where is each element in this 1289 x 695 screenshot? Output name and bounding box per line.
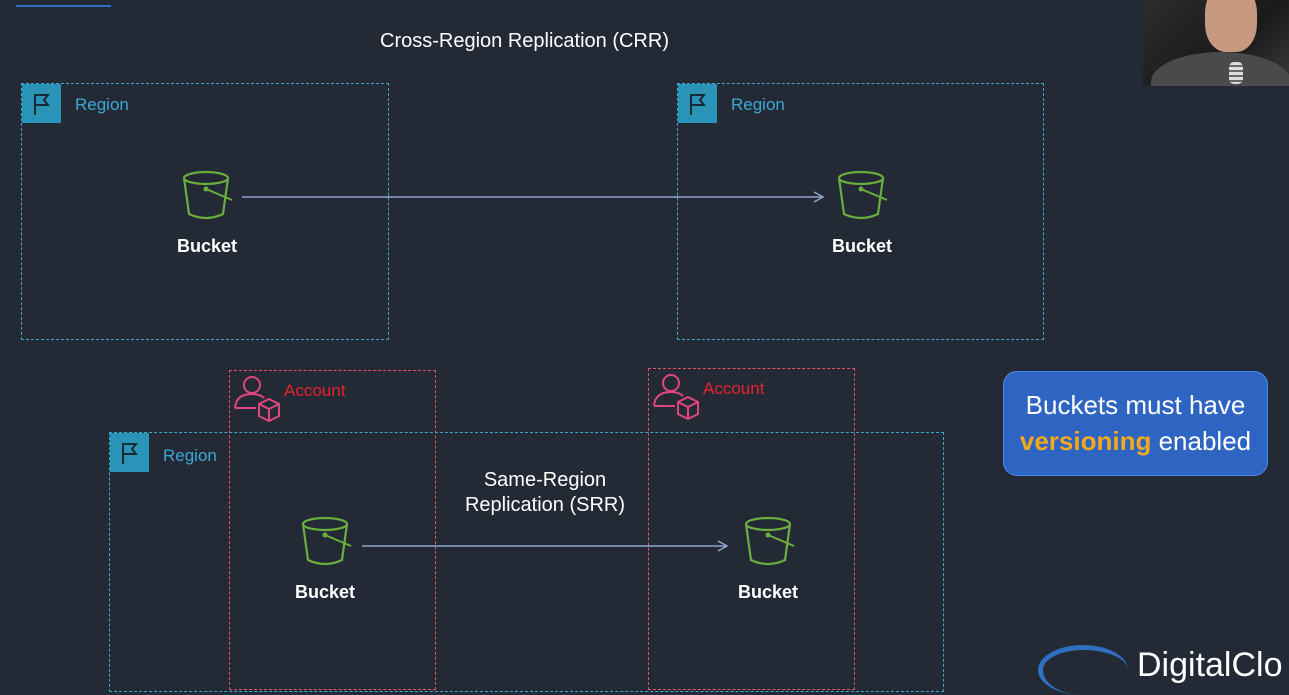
brand-logo-text: DigitalClo (1137, 646, 1283, 684)
crr-source-bucket-label: Bucket (176, 236, 238, 256)
srr-source-account-label: Account (284, 381, 346, 400)
callout-line1: Buckets must have (1025, 390, 1246, 420)
presenter-webcam (1143, 0, 1289, 86)
srr-destination-bucket-label: Bucket (737, 582, 799, 602)
crr-destination-bucket-label: Bucket (831, 236, 893, 256)
versioning-callout: Buckets must have versioning enabled (1003, 371, 1268, 476)
microphone-icon (1229, 62, 1243, 84)
account-icon (232, 372, 284, 429)
callout-line2: versioning enabled (1004, 423, 1267, 459)
srr-title-line1: Same-Region (483, 469, 607, 491)
srr-region-label: Region (163, 446, 217, 465)
crr-source-region-label: Region (75, 95, 129, 114)
flag-icon (678, 84, 717, 123)
crr-destination-region (677, 83, 1044, 340)
srr-source-bucket-label: Bucket (294, 582, 356, 602)
callout-highlight: versioning (1019, 426, 1152, 456)
srr-destination-account-label: Account (703, 379, 765, 398)
s3-bucket-icon (742, 512, 798, 573)
top-accent-line (16, 5, 111, 7)
s3-bucket-icon (180, 166, 236, 227)
s3-bucket-icon (835, 166, 891, 227)
flag-icon (110, 433, 149, 472)
flag-icon (22, 84, 61, 123)
srr-title: Same-Region Replication (SRR) (440, 468, 650, 518)
crr-source-region (21, 83, 389, 340)
account-icon (651, 370, 703, 427)
brand-logo-icon (1038, 645, 1128, 695)
callout-line2-rest: enabled (1151, 426, 1252, 456)
crr-destination-region-label: Region (731, 95, 785, 114)
srr-title-line2: Replication (SRR) (464, 494, 626, 516)
srr-replication-arrow (362, 540, 729, 552)
crr-replication-arrow (242, 191, 825, 203)
s3-bucket-icon (299, 512, 355, 573)
crr-title: Cross-Region Replication (CRR) (380, 30, 669, 52)
